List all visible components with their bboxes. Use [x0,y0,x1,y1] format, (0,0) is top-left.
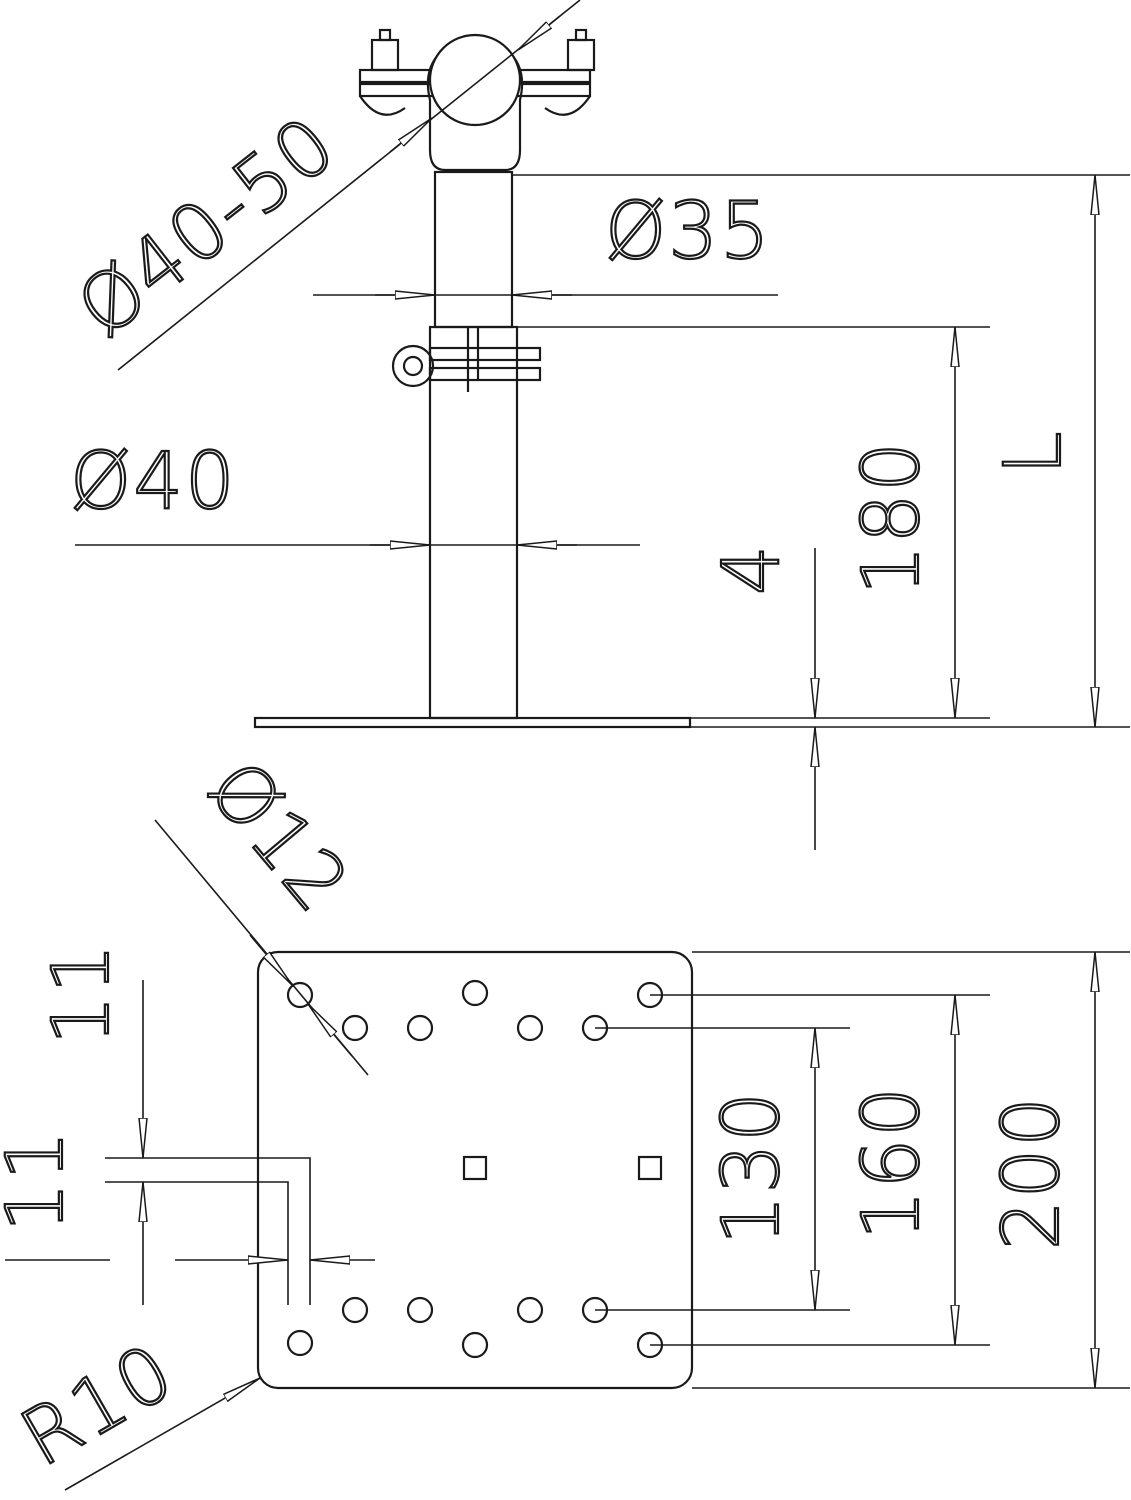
tube-clamp [391,327,542,392]
base-plate-outline [256,950,694,1390]
plan-view: Ø12 11 11 130 160 200 R10 [0,743,1130,1491]
edge-offset-x-label: 11 [0,1129,81,1232]
corner-radius-label: R10 [7,1327,190,1485]
edge-offset-y-label: 11 [37,942,127,1045]
outer-hole-spacing-label: 160 [847,1085,937,1240]
upper-tube-diameter-label: Ø35 [605,187,772,277]
side-view: Ø40-50 Ø35 Ø40 L 180 4 [60,0,1130,850]
mounting-holes [286,979,664,1359]
plate-thickness-label: 4 [707,543,797,595]
clamp-diameter-label: Ø40-50 [61,99,353,355]
total-length-label: L [989,430,1079,475]
upper-tube [433,170,514,329]
hole-diameter-label: Ø12 [190,744,366,930]
lower-tube-diameter-label: Ø40 [70,437,237,527]
lower-tube [428,325,519,720]
plate-size-label: 200 [987,1095,1077,1250]
lower-tube-height-label: 180 [847,440,937,595]
base-plate [253,716,692,729]
inner-hole-spacing-label: 130 [707,1090,797,1245]
